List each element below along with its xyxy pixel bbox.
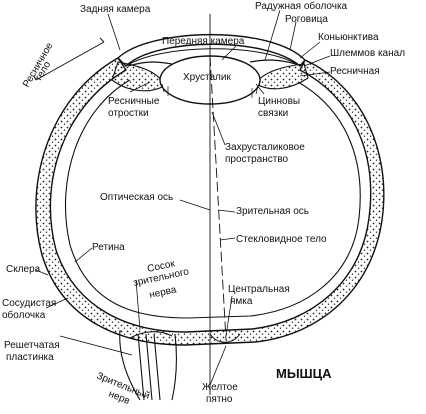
label-tsinnovy-l1: Цинновы <box>258 96 300 107</box>
ciliary-body-bracket <box>33 37 105 81</box>
optic-nerve-shape <box>119 329 177 401</box>
label-reshet-l1: Решетчатая <box>4 340 60 351</box>
label-retina: Ретина <box>92 242 125 253</box>
label-opticheskaya-os: Оптическая ось <box>100 192 173 203</box>
label-zheltoe-l1: Желтое <box>202 382 238 393</box>
visual-axis-line <box>209 55 227 341</box>
label-zheltoe-l2: пятно <box>206 394 233 405</box>
label-khrustalik: Хрусталик <box>183 72 231 83</box>
zonule-lines <box>161 83 259 98</box>
label-zakhrust-l2: пространство <box>225 154 289 165</box>
label-sosok-l3: нерва <box>148 284 178 301</box>
label-resn-otrostki-l1: Ресничные <box>108 96 160 107</box>
label-sosud-l2: оболочка <box>2 309 46 321</box>
label-rogovitsa: Роговица <box>285 14 328 25</box>
label-resnichnaya: Ресничная <box>330 66 380 77</box>
retina-line <box>64 79 361 319</box>
label-konyunktiva: Коньюнктива <box>318 32 379 43</box>
label-species: МЫШЦА <box>276 366 332 381</box>
label-zakhrust-l1: Захрусталиковое <box>225 142 305 153</box>
label-raduzhnaya: Радужная оболочка <box>255 0 348 12</box>
ciliary-body-right <box>255 63 309 90</box>
label-resn-otrostki-l2: отростки <box>108 108 149 119</box>
label-tsentr-l1: Центральная <box>228 284 290 295</box>
fovea-shape <box>209 333 241 343</box>
label-perednyaya-kamera: Передняя камера <box>162 36 245 47</box>
label-shlemmov: Шлеммов канал <box>330 48 405 59</box>
label-sklera: Склера <box>6 264 41 275</box>
label-sosud-l1: Сосудистая <box>2 298 56 309</box>
label-steklovidnoe: Стекловидное тело <box>236 234 327 245</box>
label-zritelnaya-os: Зрительная ось <box>236 206 309 217</box>
leader-lines <box>35 9 331 386</box>
label-zadnyaya-kamera: Задняя камера <box>80 4 151 15</box>
label-reshet-l2: пластинка <box>6 352 54 363</box>
label-tsinnovy-l2: связки <box>258 108 288 119</box>
label-tsentr-l2: ямка <box>230 296 253 307</box>
